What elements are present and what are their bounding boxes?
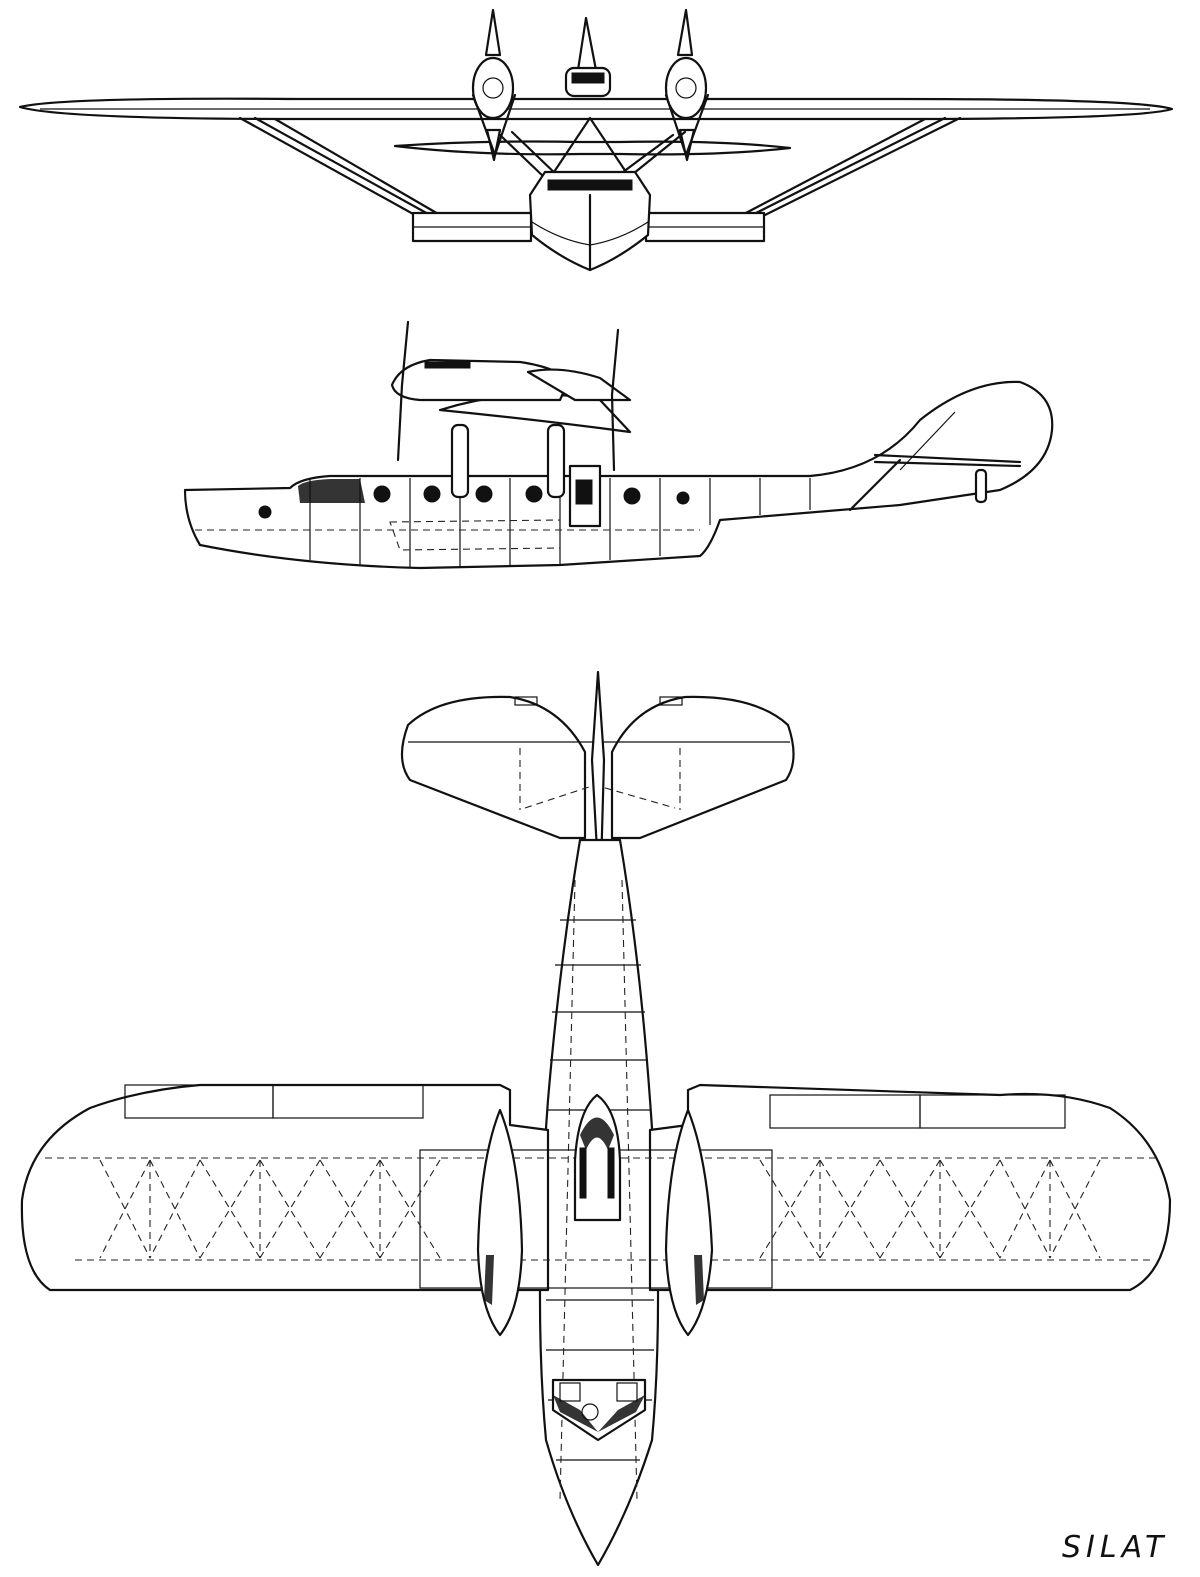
side-view [183,320,1054,570]
plan-tailplane [400,695,587,840]
front-right-engine [664,8,710,162]
front-center-engine [564,16,612,98]
front-outer-struts [238,116,962,217]
side-struts [450,423,602,528]
plan-view [20,670,1172,1567]
signature: SILAT [1062,1530,1169,1565]
plan-main-wing [20,1083,550,1292]
plan-engine-nacelles [476,1093,714,1337]
front-left-engine [471,8,517,162]
plan-wing-bracing [99,1159,1101,1259]
side-hull [183,380,1054,570]
front-hull [528,170,652,272]
side-tail [848,411,1022,512]
side-engines [390,320,632,472]
front-lower-wing [393,140,792,156]
side-portholes [258,485,690,519]
front-view [18,8,1174,272]
